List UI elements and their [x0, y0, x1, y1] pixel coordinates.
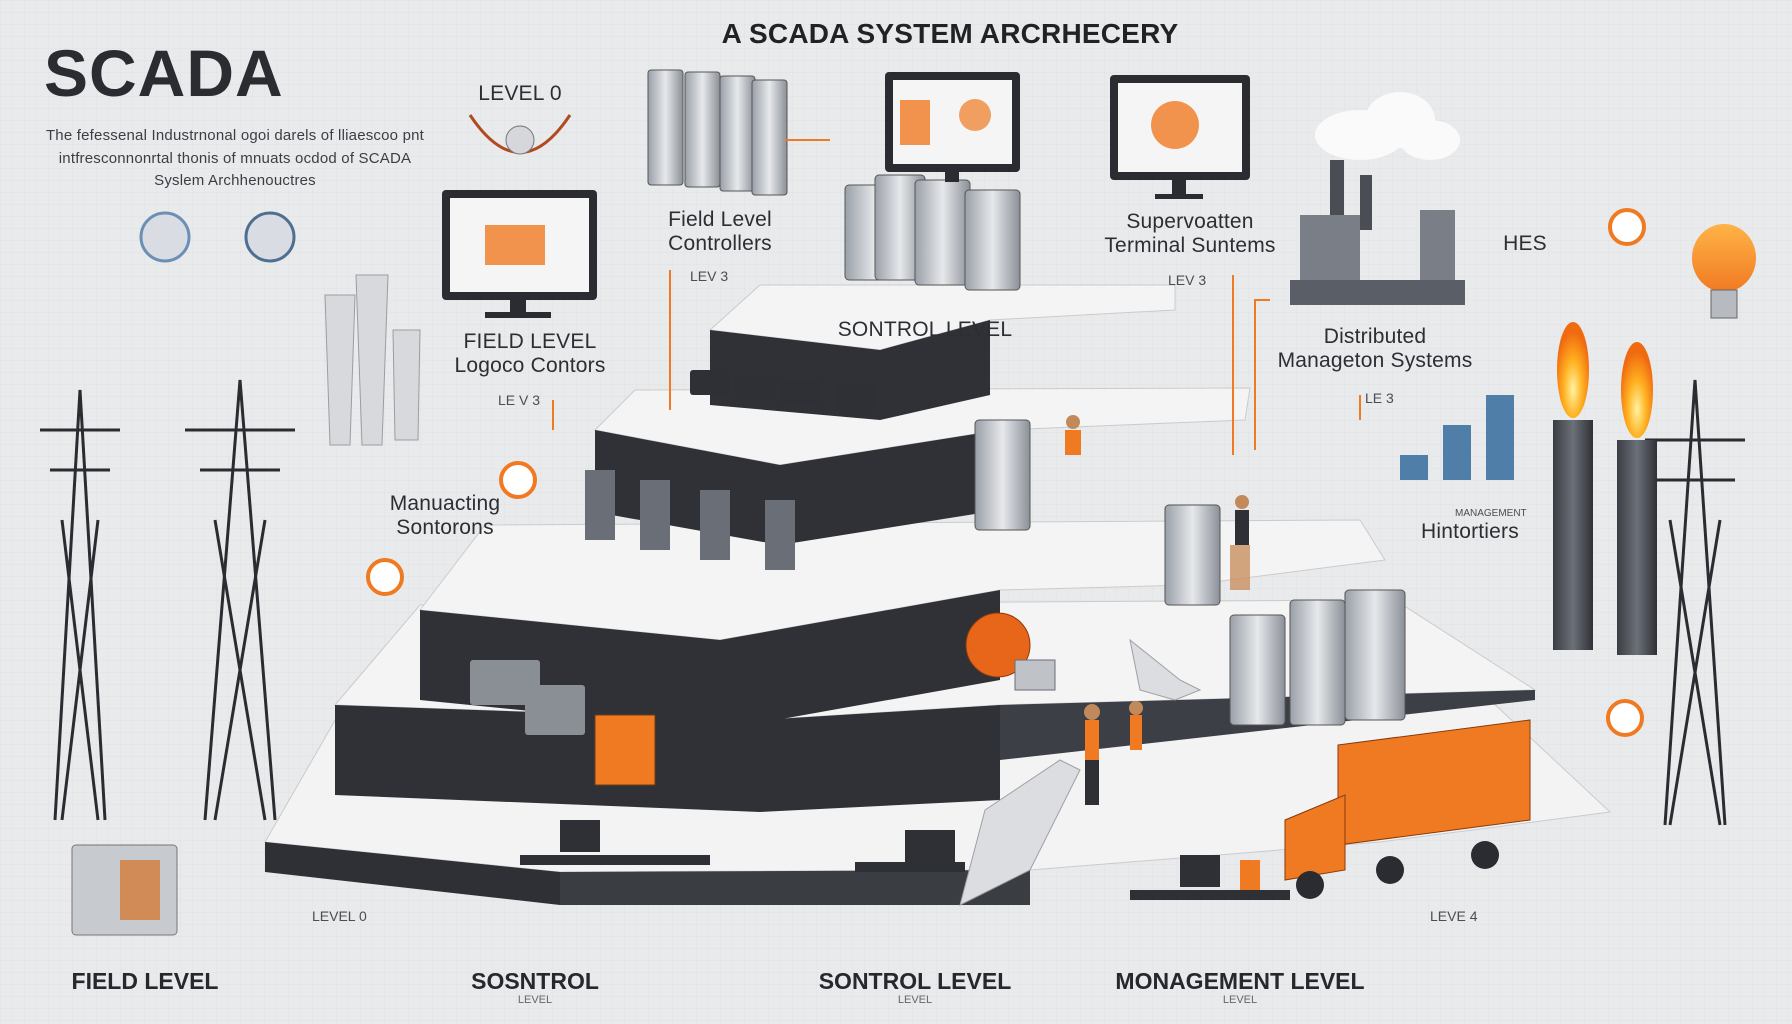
bottom-level-sosntrol-sub: LEVEL	[517, 994, 553, 1006]
tier-1-front	[560, 870, 1030, 905]
bottom-level-sosntrol: SOSNTROL	[471, 968, 599, 994]
level-0-label: LEVEL 0	[478, 82, 562, 105]
alarm-icons	[366, 208, 1646, 737]
connector-lines	[552, 139, 1361, 455]
lev3-mark-b: LEV 3	[1168, 272, 1207, 288]
distributed-management-label: Distributed Manageton Systems	[1277, 325, 1473, 373]
truck	[1284, 719, 1531, 899]
monitor-left	[442, 190, 597, 318]
cloud	[1315, 92, 1460, 160]
transmission-tower-left-1	[40, 389, 120, 821]
page-title: A SCADA SYSTEM ARCRHECERY	[721, 18, 1179, 49]
control-desks	[520, 820, 1290, 900]
mes-label: HES	[1503, 232, 1547, 255]
bottom-level-management-sub: LEVEL	[1222, 994, 1258, 1006]
tier-1-side	[265, 842, 560, 905]
monitor-top-center	[885, 72, 1020, 182]
light-bulb-icon	[1692, 224, 1756, 319]
factory	[1290, 160, 1465, 305]
pyramid	[264, 174, 1612, 906]
historian-small-mark: MANAGEMENT	[1455, 508, 1527, 519]
stairs-upper	[1129, 638, 1202, 701]
lev3-mark-c: LE V 3	[498, 392, 541, 408]
intro-icons	[139, 211, 296, 263]
field-level-logoco-label: FIELD LEVEL Logoco Contors	[454, 330, 606, 378]
manufacturing-label: Manuacting Sontorons	[389, 492, 501, 540]
transmission-tower-right	[1645, 379, 1745, 826]
level0-bottom-mark: LEVEL 0	[312, 908, 367, 924]
stairs-lower	[959, 759, 1081, 906]
monitor-top-right	[1110, 75, 1250, 199]
bottom-level-management: MONAGEMENT LEVEL	[1115, 968, 1365, 994]
histortiers-label: Hintortiers	[1421, 520, 1519, 543]
lev3-mark-d: LE 3	[1365, 390, 1394, 406]
intro-text: The fefessenal Industrnonal ogoi darels …	[45, 127, 425, 189]
bottom-level-field: FIELD LEVEL	[71, 968, 219, 994]
tier-2-front	[335, 705, 1000, 812]
tier-4-front	[595, 430, 1000, 545]
flare-stacks	[1553, 322, 1657, 655]
level-0-gauge	[468, 114, 572, 155]
tier-equipment	[470, 174, 1406, 786]
transmission-tower-left-2	[185, 379, 295, 821]
sontrol-level-label: SONTROL LEVEL	[837, 318, 1013, 341]
bottom-level-sontrol-sub: LEVEL	[897, 994, 933, 1006]
lev3-mark-a: LEV 3	[690, 268, 729, 284]
level4-bottom-mark: LEVE 4	[1430, 908, 1478, 924]
historian-bar-chart-icon	[1400, 395, 1514, 480]
cooling-towers	[324, 274, 421, 446]
bottom-level-sontrol: SONTROL LEVEL	[818, 968, 1012, 994]
workers	[1065, 415, 1249, 805]
supervisory-terminal-label: Supervoatten Terminal Suntems	[1104, 210, 1276, 258]
field-cabinet	[71, 844, 178, 936]
brand-title: SCADA	[44, 36, 284, 110]
server-rack-top	[647, 69, 788, 196]
field-level-controllers-label: Field Level Controllers	[668, 208, 772, 256]
